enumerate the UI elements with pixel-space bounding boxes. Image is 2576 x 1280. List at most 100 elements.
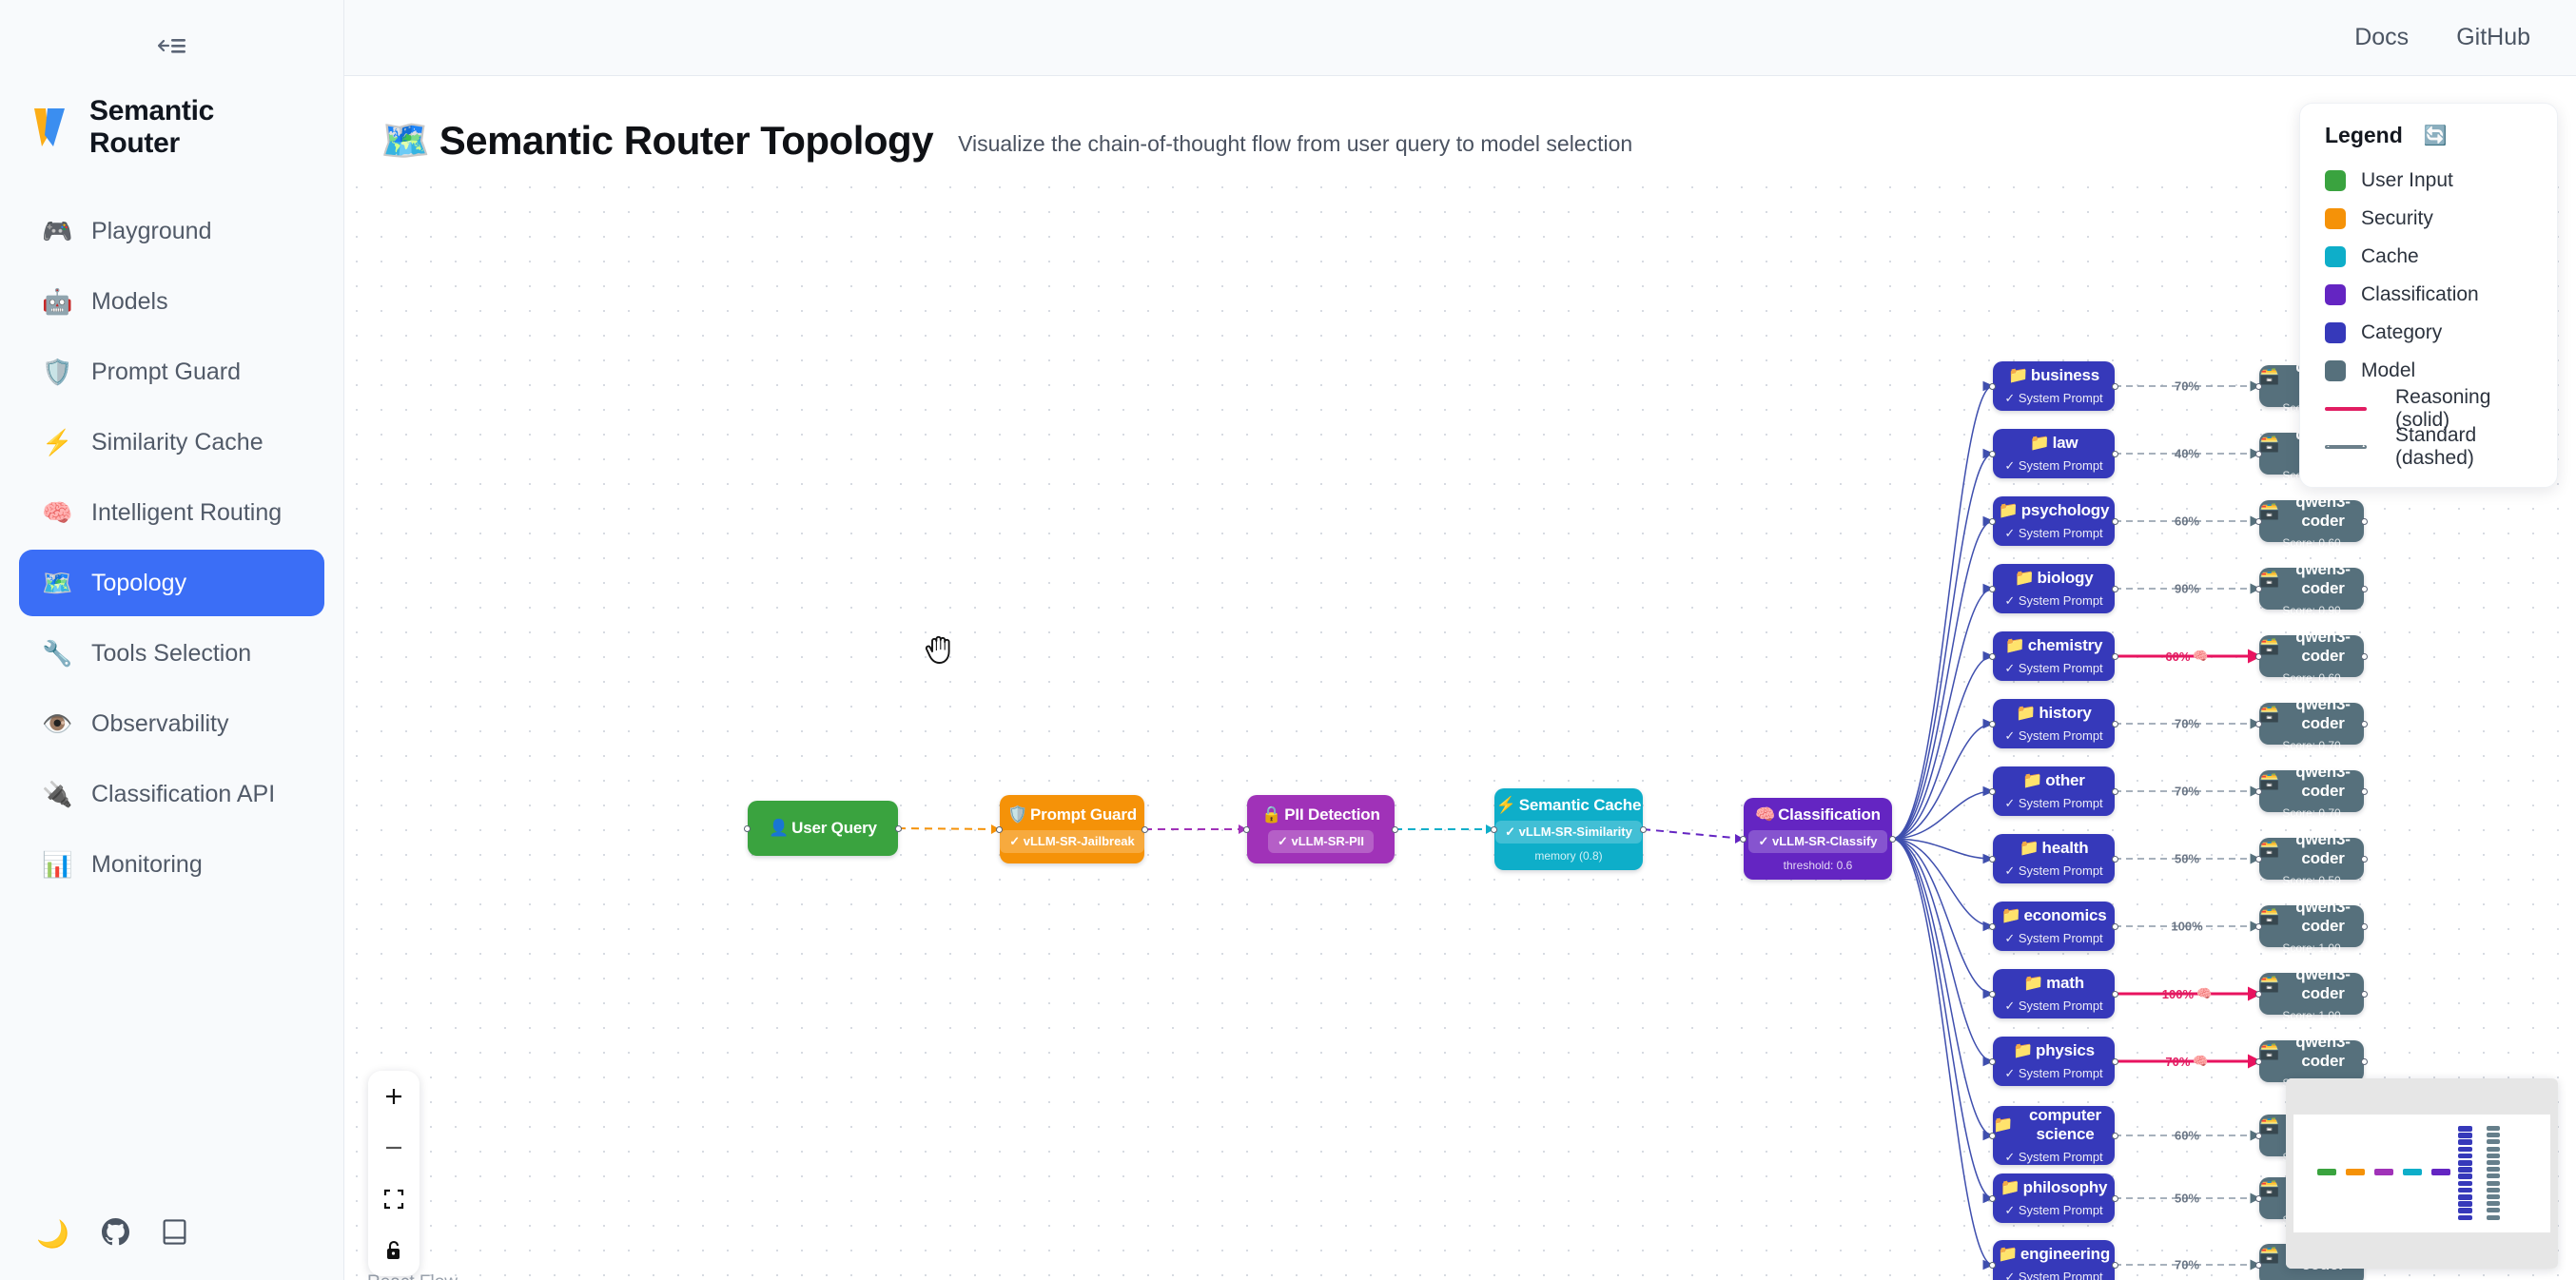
- node-handle-right[interactable]: [1640, 825, 1647, 833]
- node-handle-right[interactable]: [1142, 825, 1148, 833]
- sidebar-item-playground[interactable]: 🎮 Playground: [19, 198, 324, 264]
- node-handle-left[interactable]: [744, 824, 751, 832]
- node-handle-left[interactable]: [2255, 1261, 2262, 1269]
- lock-button[interactable]: [368, 1225, 420, 1276]
- node-handle-left[interactable]: [2255, 922, 2262, 930]
- node-handle-right[interactable]: [2361, 990, 2368, 998]
- node-handle-left[interactable]: [1243, 825, 1250, 833]
- node-handle-left[interactable]: [2255, 382, 2262, 390]
- fit-view-button[interactable]: [368, 1173, 420, 1225]
- node-category-math[interactable]: 📁math✓ System Prompt: [1989, 969, 2118, 1018]
- sidebar-item-tools-selection[interactable]: 🔧 Tools Selection: [19, 620, 324, 687]
- node-handle-left[interactable]: [1989, 1194, 1996, 1202]
- node-handle-right[interactable]: [2112, 382, 2118, 390]
- sidebar-item-observability[interactable]: 👁️ Observability: [19, 690, 324, 757]
- react-flow-attribution[interactable]: React Flow: [367, 1272, 458, 1280]
- node-category-physics[interactable]: 📁physics✓ System Prompt: [1989, 1037, 2118, 1086]
- node-handle-left[interactable]: [1491, 825, 1497, 833]
- node-handle-right[interactable]: [2112, 517, 2118, 525]
- refresh-icon[interactable]: 🔄: [2423, 126, 2448, 146]
- zoom-out-button[interactable]: [368, 1122, 420, 1173]
- collapse-sidebar-button[interactable]: [0, 0, 343, 91]
- sidebar-item-classification-api[interactable]: 🔌 Classification API: [19, 761, 324, 827]
- node-handle-left[interactable]: [2255, 1194, 2262, 1202]
- node-handle-left[interactable]: [1989, 1132, 1996, 1139]
- node-category-computer-science[interactable]: 📁computer science✓ System Prompt: [1989, 1106, 2118, 1165]
- node-handle-left[interactable]: [996, 825, 1003, 833]
- node-handle-left[interactable]: [1989, 382, 1996, 390]
- node-handle-right[interactable]: [1889, 835, 1896, 843]
- brand[interactable]: Semantic Router: [0, 91, 343, 164]
- node-handle-right[interactable]: [2112, 1057, 2118, 1065]
- node-pii[interactable]: 🔒PII Detection✓ vLLM-SR-PII: [1243, 795, 1398, 863]
- node-handle-left[interactable]: [1740, 835, 1747, 843]
- node-handle-right[interactable]: [2112, 450, 2118, 457]
- node-handle-left[interactable]: [1989, 450, 1996, 457]
- node-handle-left[interactable]: [1989, 1057, 1996, 1065]
- sidebar-item-topology[interactable]: 🗺️ Topology: [19, 550, 324, 616]
- node-category-other[interactable]: 📁other✓ System Prompt: [1989, 766, 2118, 816]
- sidebar-item-models[interactable]: 🤖 Models: [19, 268, 324, 335]
- node-handle-left[interactable]: [1989, 517, 1996, 525]
- node-handle-right[interactable]: [2361, 720, 2368, 727]
- node-category-psychology[interactable]: 📁psychology✓ System Prompt: [1989, 496, 2118, 546]
- node-handle-right[interactable]: [2112, 990, 2118, 998]
- node-user[interactable]: 👤User Query: [744, 801, 902, 856]
- topbar-github-link[interactable]: GitHub: [2456, 24, 2530, 50]
- sidebar-item-monitoring[interactable]: 📊 Monitoring: [19, 831, 324, 898]
- node-handle-left[interactable]: [1989, 652, 1996, 660]
- node-handle-left[interactable]: [2255, 652, 2262, 660]
- node-handle-left[interactable]: [2255, 855, 2262, 863]
- node-handle-right[interactable]: [2112, 652, 2118, 660]
- node-handle-right[interactable]: [2361, 585, 2368, 592]
- node-handle-left[interactable]: [1989, 720, 1996, 727]
- minimap[interactable]: [2286, 1078, 2558, 1269]
- node-handle-right[interactable]: [2361, 517, 2368, 525]
- node-handle-right[interactable]: [2361, 787, 2368, 795]
- node-handle-left[interactable]: [2255, 585, 2262, 592]
- sidebar-item-intelligent-routing[interactable]: 🧠 Intelligent Routing: [19, 479, 324, 546]
- node-handle-right[interactable]: [2112, 855, 2118, 863]
- node-handle-right[interactable]: [2361, 652, 2368, 660]
- node-handle-right[interactable]: [2112, 922, 2118, 930]
- node-handle-left[interactable]: [2255, 990, 2262, 998]
- node-category-health[interactable]: 📁health✓ System Prompt: [1989, 834, 2118, 883]
- node-handle-left[interactable]: [1989, 990, 1996, 998]
- node-handle-left[interactable]: [1989, 787, 1996, 795]
- node-handle-right[interactable]: [2112, 1261, 2118, 1269]
- node-handle-left[interactable]: [1989, 1261, 1996, 1269]
- node-handle-right[interactable]: [2361, 855, 2368, 863]
- node-handle-left[interactable]: [2255, 720, 2262, 727]
- node-handle-right[interactable]: [2112, 787, 2118, 795]
- node-category-economics[interactable]: 📁economics✓ System Prompt: [1989, 902, 2118, 951]
- node-category-law[interactable]: 📁law✓ System Prompt: [1989, 429, 2118, 478]
- node-category-engineering[interactable]: 📁engineering✓ System Prompt: [1989, 1240, 2118, 1280]
- topbar-docs-link[interactable]: Docs: [2354, 24, 2410, 50]
- node-handle-right[interactable]: [2112, 585, 2118, 592]
- book-icon[interactable]: [162, 1218, 187, 1251]
- github-icon[interactable]: [101, 1218, 129, 1251]
- node-handle-right[interactable]: [2361, 1057, 2368, 1065]
- node-handle-left[interactable]: [2255, 517, 2262, 525]
- node-handle-right[interactable]: [2361, 922, 2368, 930]
- node-handle-left[interactable]: [2255, 787, 2262, 795]
- flow-layer[interactable]: 👤User Query 🛡️Prompt Guard✓ vLLM-SR-Jailb…: [344, 76, 2576, 1280]
- node-handle-left[interactable]: [1989, 922, 1996, 930]
- node-handle-right[interactable]: [2112, 1132, 2118, 1139]
- node-category-chemistry[interactable]: 📁chemistry✓ System Prompt: [1989, 631, 2118, 681]
- node-handle-right[interactable]: [1392, 825, 1398, 833]
- node-handle-right[interactable]: [895, 824, 902, 832]
- node-guard[interactable]: 🛡️Prompt Guard✓ vLLM-SR-Jailbreak: [996, 795, 1148, 863]
- node-category-philosophy[interactable]: 📁philosophy✓ System Prompt: [1989, 1173, 2118, 1223]
- node-category-history[interactable]: 📁history✓ System Prompt: [1989, 699, 2118, 748]
